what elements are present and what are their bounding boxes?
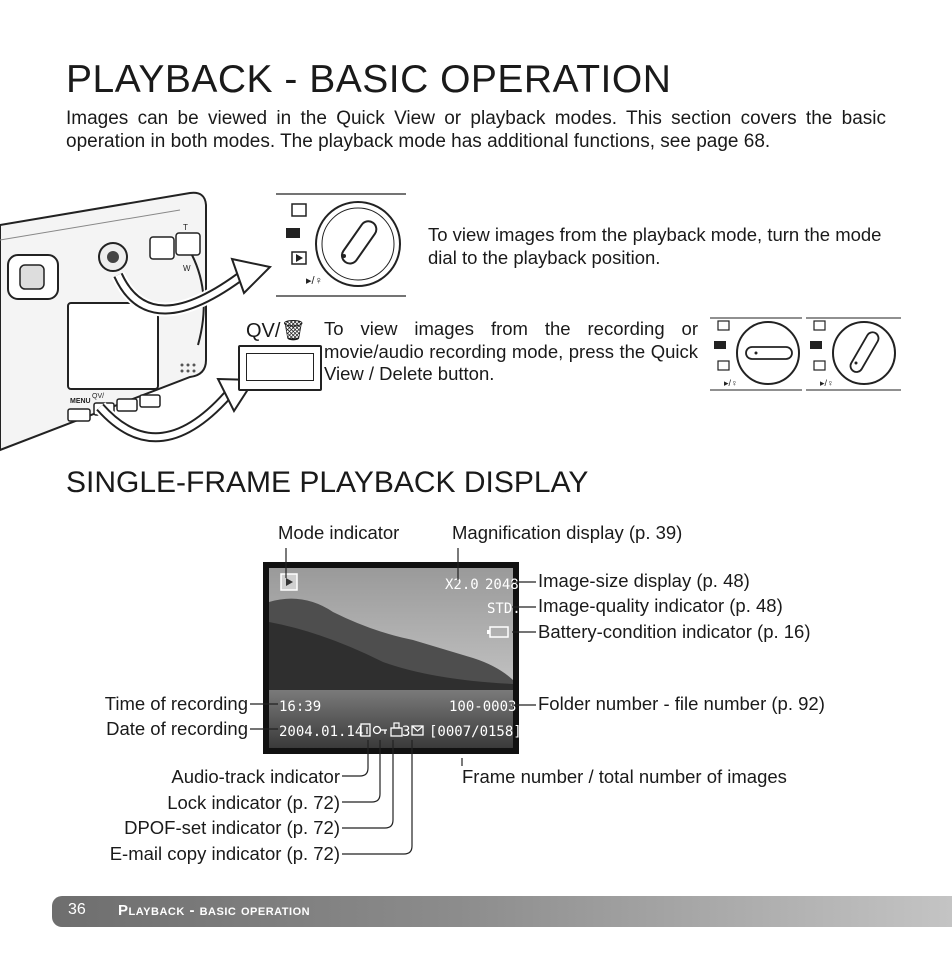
callout-frame-number: Frame number / total number of images	[462, 766, 787, 787]
quick-view-instruction: To view images from the recording or mov…	[324, 318, 698, 384]
quality-value: STD.	[487, 601, 519, 617]
dpof-icon	[390, 722, 403, 737]
magnification-value: X2.0	[445, 577, 479, 593]
callout-battery: Battery-condition indicator (p. 16)	[538, 621, 811, 642]
callout-magnification: Magnification display (p. 39)	[452, 522, 683, 543]
callout-time: Time of recording	[104, 693, 248, 714]
footer-bar	[52, 896, 952, 927]
zoom-t-label: T	[183, 223, 188, 232]
callout-image-size: Image-size display (p. 48)	[538, 570, 750, 591]
auto-mode-icon	[291, 203, 307, 217]
camera-mode-icon	[286, 228, 300, 238]
print-count-value: 3	[402, 724, 410, 740]
callout-lock: Lock indicator (p. 72)	[167, 792, 340, 813]
qv-delete-button	[238, 345, 322, 391]
intro-paragraph: Images can be viewed in the Quick View o…	[66, 108, 886, 152]
callout-audio: Audio-track indicator	[171, 766, 340, 787]
image-size-value: 2048	[485, 577, 519, 593]
callout-mode-indicator: Mode indicator	[278, 522, 400, 543]
callout-date: Date of recording	[106, 718, 248, 739]
lock-icon	[372, 725, 387, 735]
svg-text:▸/♀: ▸/♀	[820, 378, 834, 388]
qv-delete-label: QV/🗑	[246, 320, 306, 342]
camera-illustration: T W MENU QV/	[0, 191, 273, 452]
trash-icon: 🗑	[280, 320, 306, 342]
time-value: 16:39	[279, 699, 321, 715]
leader-lines	[250, 548, 536, 855]
mode-dial-playback: ▸/♀	[276, 193, 406, 297]
section-subheading: SINGLE-FRAME PLAYBACK DISPLAY	[66, 466, 589, 499]
mode-dials-recording: ▸/♀ ▸/♀	[710, 317, 901, 391]
svg-text:▸/♀: ▸/♀	[724, 378, 738, 388]
movie-audio-mode-icon: ▸/♀	[306, 275, 323, 287]
callout-dpof: DPOF-set indicator (p. 72)	[124, 817, 340, 838]
date-value: 2004.01.14	[279, 724, 363, 740]
page-number: 36	[68, 901, 86, 918]
footer-section-title: Playback - basic operation	[118, 902, 311, 919]
callout-folder-file: Folder number - file number (p. 92)	[538, 693, 825, 714]
zoom-w-label: W	[183, 264, 191, 273]
frame-count-value: [0007/0158]	[429, 724, 519, 740]
file-number-value: 100-0003	[449, 699, 516, 715]
menu-label: MENU	[70, 398, 91, 405]
playback-mode-instruction: To view images from the playback mode, t…	[428, 224, 882, 268]
callout-email: E-mail copy indicator (p. 72)	[109, 843, 340, 864]
audio-track-icon	[360, 723, 371, 737]
email-icon	[411, 725, 424, 736]
page-title: PLAYBACK - BASIC OPERATION	[66, 58, 672, 101]
qv-small-label: QV/	[92, 393, 104, 400]
battery-icon	[487, 626, 509, 638]
playback-screen: X2.0 2048 STD. 16:39 100-0003 2004.01.14…	[263, 562, 519, 754]
callout-image-quality: Image-quality indicator (p. 48)	[538, 595, 783, 616]
